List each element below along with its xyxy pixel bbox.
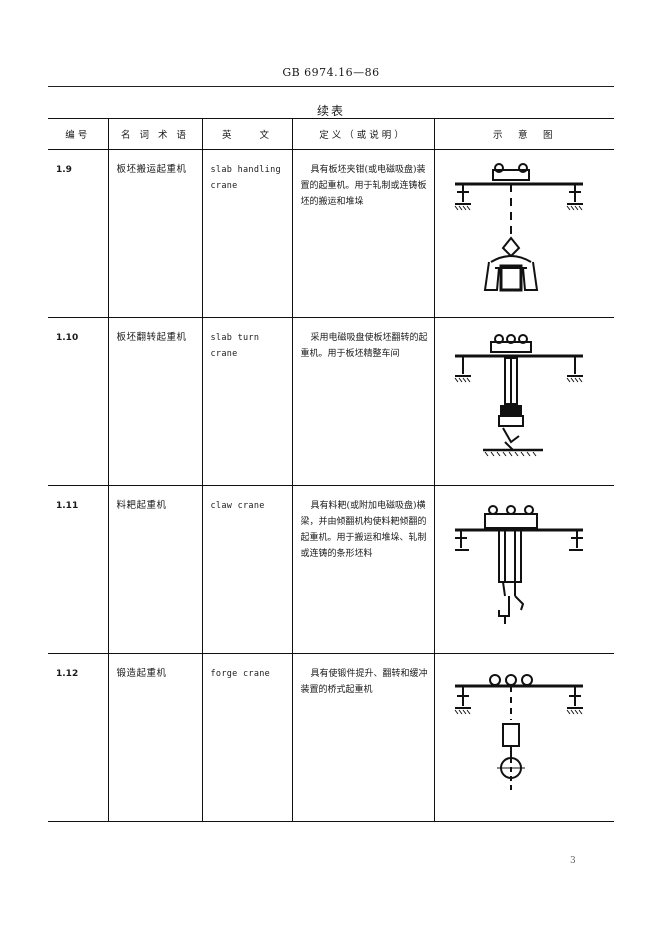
claw-crane-diagram (433, 485, 614, 654)
table-row: 1.9 板坯搬运起重机 slab handling crane 具有板坯夹钳(或… (48, 149, 614, 318)
table-caption: 续表 (316, 104, 345, 118)
column-header-term: 名 词 术 语 (107, 118, 202, 150)
term-name: 板坯翻转起重机 (107, 317, 202, 486)
page-number: 3 (570, 856, 576, 866)
term-number: 1.12 (48, 653, 108, 822)
table-row: 1.10 板坯翻转起重机 slab turn crane 采用电磁吸盘使板坯翻转… (48, 317, 614, 486)
slab-handling-crane-diagram (433, 149, 614, 318)
terms-table: 编号 名 词 术 语 英 文 定义（或说明） 示 意 图 1.9 板坯搬运起重机… (48, 118, 614, 822)
header-rule (48, 86, 614, 87)
term-number: 1.9 (48, 149, 108, 318)
column-header-english: 英 文 (201, 118, 292, 150)
column-header-diagram: 示 意 图 (433, 118, 614, 150)
forge-crane-diagram (433, 653, 614, 822)
term-english: slab handling crane (201, 149, 292, 318)
term-definition: 具有使锻件提升、翻转和缓冲装置的桥式起重机 (291, 653, 434, 822)
term-name: 板坯搬运起重机 (107, 149, 202, 318)
term-number: 1.11 (48, 485, 108, 654)
table-row: 1.11 料耙起重机 claw crane 具有料耙(或附加电磁吸盘)横梁，并由… (48, 485, 614, 654)
term-definition: 具有料耙(或附加电磁吸盘)横梁，并由倾翻机构使料耙倾翻的起重机。用于搬运和堆垛、… (291, 485, 434, 654)
term-english: claw crane (201, 485, 292, 654)
slab-turn-crane-diagram (433, 317, 614, 486)
term-definition: 具有板坯夹钳(或电磁吸盘)装置的起重机。用于轧制或连铸板坯的搬运和堆垛 (291, 149, 434, 318)
table-header-row: 编号 名 词 术 语 英 文 定义（或说明） 示 意 图 (48, 118, 614, 150)
column-header-definition: 定义（或说明） (291, 118, 434, 150)
column-header-number: 编号 (48, 118, 108, 150)
term-english: forge crane (201, 653, 292, 822)
term-definition: 采用电磁吸盘使板坯翻转的起重机。用于板坯精整车间 (291, 317, 434, 486)
standard-code-header: GB 6974.16—86 (282, 66, 380, 79)
table-row: 1.12 锻造起重机 forge crane 具有使锻件提升、翻转和缓冲装置的桥… (48, 653, 614, 822)
term-name: 料耙起重机 (107, 485, 202, 654)
term-english: slab turn crane (201, 317, 292, 486)
term-name: 锻造起重机 (107, 653, 202, 822)
term-number: 1.10 (48, 317, 108, 486)
